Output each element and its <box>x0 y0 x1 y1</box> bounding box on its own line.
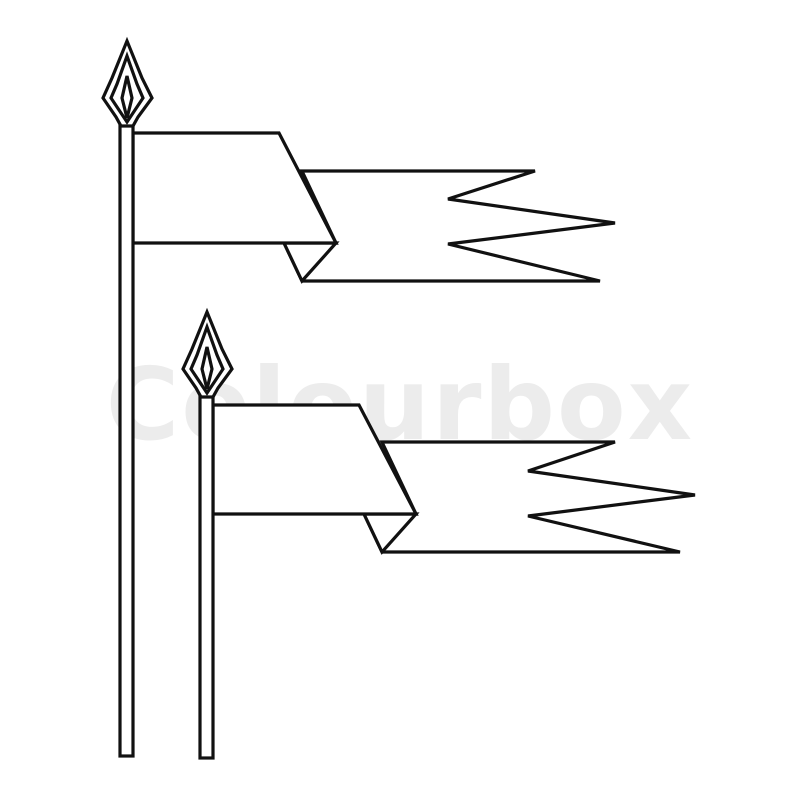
large-flag-pole <box>118 120 135 758</box>
large-flag <box>101 36 616 758</box>
large-flag-panel <box>131 131 339 245</box>
large-flag-tail <box>281 169 616 283</box>
large-flag-spear-core <box>120 75 134 119</box>
large-flag-spear-inner <box>109 51 145 125</box>
small-flag-tail <box>361 440 696 554</box>
small-flag-pole <box>198 391 215 760</box>
small-flag-spear-inner <box>189 322 225 396</box>
small-flag-spear-core <box>200 346 214 390</box>
small-flag-panel <box>211 403 419 516</box>
small-flag <box>181 307 696 760</box>
